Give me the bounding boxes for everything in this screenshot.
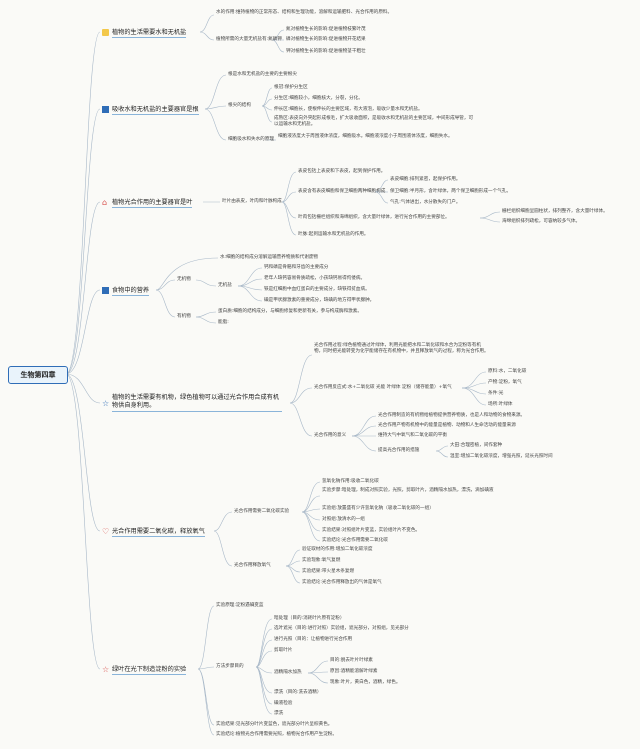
topic-label: 植物的生活需要水和无机盐 [112,28,187,38]
node-organic[interactable]: 有机物 [177,314,191,319]
node-osmosis-detail[interactable]: 细胞液浓度大于周围液体浓度，细胞吸水。细胞液浓度小于周围液体浓度，细胞失水。 [278,134,453,139]
node-osmosis[interactable]: 细胞吸水和失水的原理 [228,137,274,142]
node-exp-result[interactable]: 实验结果:对照组叶片变蓝，实验组叶片不变色。 [322,528,421,533]
topic-label: 绿叶在光下制造淀粉的实验 [112,665,187,675]
node-illumination[interactable]: 进行光照（目的：让植物进行光合作用 [274,637,353,642]
node-water-role[interactable]: 水的作用:维持植物的正常形态、结构和生理功能，溶解和运输肥料、光合作用的原料。 [216,10,393,15]
node-calcium-deficiency[interactable]: 老年人缺钙容易骨质疏松，小孩缺钙易得佝偻病。 [264,276,366,281]
node-iodine-test[interactable]: 碘液检验 [274,701,293,706]
home-icon: ⌂ [102,197,108,207]
node-root-tip-structure[interactable]: 根尖的结构 [228,103,251,108]
node-significance-balance[interactable]: 维持大气中氧气和二氧化碳的平衡 [378,433,447,438]
topic-label: 植物的生活需要有机物，绿色植物可以通过光合作用合成有机物供自身利用。 [112,394,282,412]
node-rinse[interactable]: 漂洗（目的:洗去酒精） [274,690,322,695]
topic-root-absorption[interactable]: 吸收水和无机盐的主要器官是根 [102,102,199,116]
node-significance[interactable]: 光合作用的意义 [314,433,347,438]
node-steps[interactable]: 方法步骤目的 [216,664,244,669]
node-oxygen-release[interactable]: 光合作用释放氧气 [234,563,271,568]
node-protein[interactable]: 蛋白质:细胞的结构成分，与细胞修复和更新有关，参与构成酶和激素。 [218,309,362,314]
node-inorganic[interactable]: 无机物 [177,277,191,282]
folder-icon [102,28,109,36]
node-epidermal-cell[interactable]: 表皮细胞:排列紧密，起保护作用。 [390,177,461,182]
star-icon: ☆ [102,664,110,674]
node-principle[interactable]: 实验原理:淀粉遇碘变蓝 [216,603,264,608]
node-guard-cell[interactable]: 保卫细胞:半月形，含叶绿体，两个保卫细胞形成一个气孔。 [390,189,511,194]
node-co2-experiment[interactable]: 光合作用需要二氧化碳实验 [234,509,290,514]
star-icon: ☆ [102,398,110,408]
node-epidermis[interactable]: 表皮包括上表皮和下表皮，起到保护作用。 [298,169,386,174]
node-exp-group[interactable]: 实验组:放置盛有少许氢氧化钠（吸收二氧化碳的一组） [322,506,434,511]
node-alcohol-heating[interactable]: 酒精隔水加热 [274,670,302,675]
node-field[interactable]: 大田:合理密植，间作套种 [450,443,503,448]
node-decolor-purpose[interactable]: 目的:脱去叶片叶绿素 [330,658,373,663]
node-stoma[interactable]: 气孔:气体进出，水分散失的门户。 [390,200,461,205]
node-root-cap[interactable]: 根冠:保护分生区 [274,85,308,90]
node-palisade[interactable]: 栅栏组织细胞呈圆柱状，排列整齐，含大量叶绿体。 [502,209,608,214]
node-improve-measures[interactable]: 提高光合作用的措施 [378,448,420,453]
node-iodine[interactable]: 碘是甲状腺激素的重要成分，缺碘的地方得甲状腺肿。 [264,298,375,303]
node-maturation[interactable]: 成熟区:表皮向外突起形成根毛，扩大吸收面积，是吸收水和无机盐的主要区域，中间形成… [274,116,474,127]
node-naoh[interactable]: 氢氧化钠作用:吸收二氧化碳 [322,479,379,484]
node-vein[interactable]: 叶脉:起到运输水和无机盐的作用。 [298,232,369,237]
node-rinse-again[interactable]: 漂洗 [274,711,284,716]
topic-leaf-photosynthesis[interactable]: ⌂ 植物光合作用的主要器官是叶 [102,195,193,209]
node-decolor-phenomenon[interactable]: 现象:叶片，黄白色，酒精，绿色。 [330,680,401,685]
topic-co2-oxygen[interactable]: ♡ 光合作用需要二氧化碳，释放氧气 [102,524,205,538]
root-topic[interactable]: 生物第四章 [8,366,68,384]
node-epidermis-cells[interactable]: 表皮含有表皮细胞和保卫细胞两种细胞构成 [298,189,386,194]
node-significance-energy[interactable]: 光合作用产物有机物中的能量是植物、动物和人生命活动的能量来源 [378,423,516,428]
node-starch-result[interactable]: 实验结果:见光部分叶片变蓝色，遮光部分叶片呈棕黄色。 [216,722,333,727]
node-exp-steps[interactable]: 实验步骤:暗处理，制成对照实验，光照，剪取叶片，酒精隔水加热，漂洗，滴加碘液 [322,488,494,493]
node-elongation[interactable]: 伸长区:细胞长，使根伸长的主要区域，有大液泡，吸收少量水和无机盐。 [274,107,423,112]
node-iron[interactable]: 铁是红细胞中血红蛋白的主要成分，缺铁得贫血病。 [264,287,370,292]
node-spongy[interactable]: 海绵组织排列疏松，可容纳较多气体。 [502,219,581,224]
node-nitrogen[interactable]: 氮对植物生长的影响:促进植物枝繁叶茂 [286,27,366,32]
node-photosynthesis-equation[interactable]: 光合作用反应式:水+二氧化碳 光能 叶绿体 淀粉（储存能量）+氧气 [314,385,452,390]
node-exp-conclusion[interactable]: 实验结论:光合作用需要二氧化碳 [322,538,388,543]
node-greenhouse[interactable]: 温室:增加二氧化碳浓度，增强光照，延长光照时间 [450,454,553,459]
node-site[interactable]: 场所:叶绿体 [488,402,513,407]
node-shading[interactable]: 选叶遮光（目的:进行对照）实验组，遮光部分，对照组，见光部分 [274,626,409,631]
node-leaf-structure[interactable]: 叶片由表皮，叶肉和叶脉构成 [222,199,282,204]
node-control-group[interactable]: 对照组:放清水的一组 [322,517,365,522]
node-product[interactable]: 产物:淀粉，氧气 [488,380,522,385]
node-oxygen-result[interactable]: 实验结果:带火星木条复燃 [302,569,355,574]
node-phenomenon[interactable]: 实验现象:氧气复燃 [302,558,341,563]
topic-label: 植物光合作用的主要器官是叶 [112,198,193,208]
node-mesophyll[interactable]: 叶肉包括栅栏组织和海绵组织，含大量叶绿体，进行光合作用的主要部位。 [298,215,450,220]
topic-label: 食物中的营养 [112,286,150,296]
flag-icon [102,105,109,113]
node-minerals[interactable]: 无机盐 [218,283,232,288]
flag-icon [102,286,109,294]
topic-water-minerals[interactable]: 植物的生活需要水和无机盐 [102,25,187,39]
node-major-minerals[interactable]: 植物所需的大量无机盐有:氮磷钾 [216,37,282,42]
node-significance-food[interactable]: 光合作用制造的有机物给植物提供营养物质，也是人和动物的食物来源。 [378,413,526,418]
node-photosynthesis-process[interactable]: 光合作用过程:绿色植物通过叶绿体，利用光能把水和二氧化碳和水合为淀粉等有机物，同… [314,343,489,354]
topic-food-nutrition[interactable]: 食物中的营养 [102,283,150,297]
heart-icon: ♡ [102,526,110,536]
node-root-tip[interactable]: 根是水和无机盐的主要的主要根尖 [228,72,297,77]
node-calcium[interactable]: 钙和磷是骨骼和牙齿的主要成分 [264,265,329,270]
node-water-nutrient[interactable]: 水:细胞的结构成分溶解运输营养物质和代谢废物 [220,255,319,260]
node-oxygen-conclusion[interactable]: 实验结论:光合作用释放出的气体是氧气 [302,580,382,585]
node-condition[interactable]: 条件:光 [488,391,504,396]
node-raw-material[interactable]: 原料:水，二氧化碳 [488,369,527,374]
node-material-role[interactable]: 验证取材的作用:增加二氧化碳浓度 [302,547,373,552]
node-starch-conclusion[interactable]: 实验结论:植物光合作用需要光照，植物光合作用产生淀粉。 [216,732,337,737]
node-phosphorus[interactable]: 磷对植物生长的影响:促进植物开花结果 [286,37,366,42]
node-decolor-reason[interactable]: 原因:酒精能溶解叶绿素 [330,669,378,674]
node-cut-leaf[interactable]: 剪取叶片 [274,648,293,653]
node-meristem[interactable]: 分生区:细胞较小，细胞核大，分裂，分化。 [274,96,363,101]
node-potassium[interactable]: 钾对植物生长的影响:促进植物茎干粗壮 [286,49,366,54]
node-lipid[interactable]: 能脂: [218,320,229,325]
node-dark-treatment[interactable]: 暗处理（目的:消耗叶片原有淀粉） [274,616,345,621]
topic-label: 吸收水和无机盐的主要器官是根 [112,105,199,115]
topic-organic-matter[interactable]: ☆ 植物的生活需要有机物，绿色植物可以通过光合作用合成有机物供自身利用。 [102,392,282,414]
topic-label: 光合作用需要二氧化碳，释放氧气 [112,527,205,537]
topic-starch-experiment[interactable]: ☆ 绿叶在光下制造淀粉的实验 [102,662,187,676]
